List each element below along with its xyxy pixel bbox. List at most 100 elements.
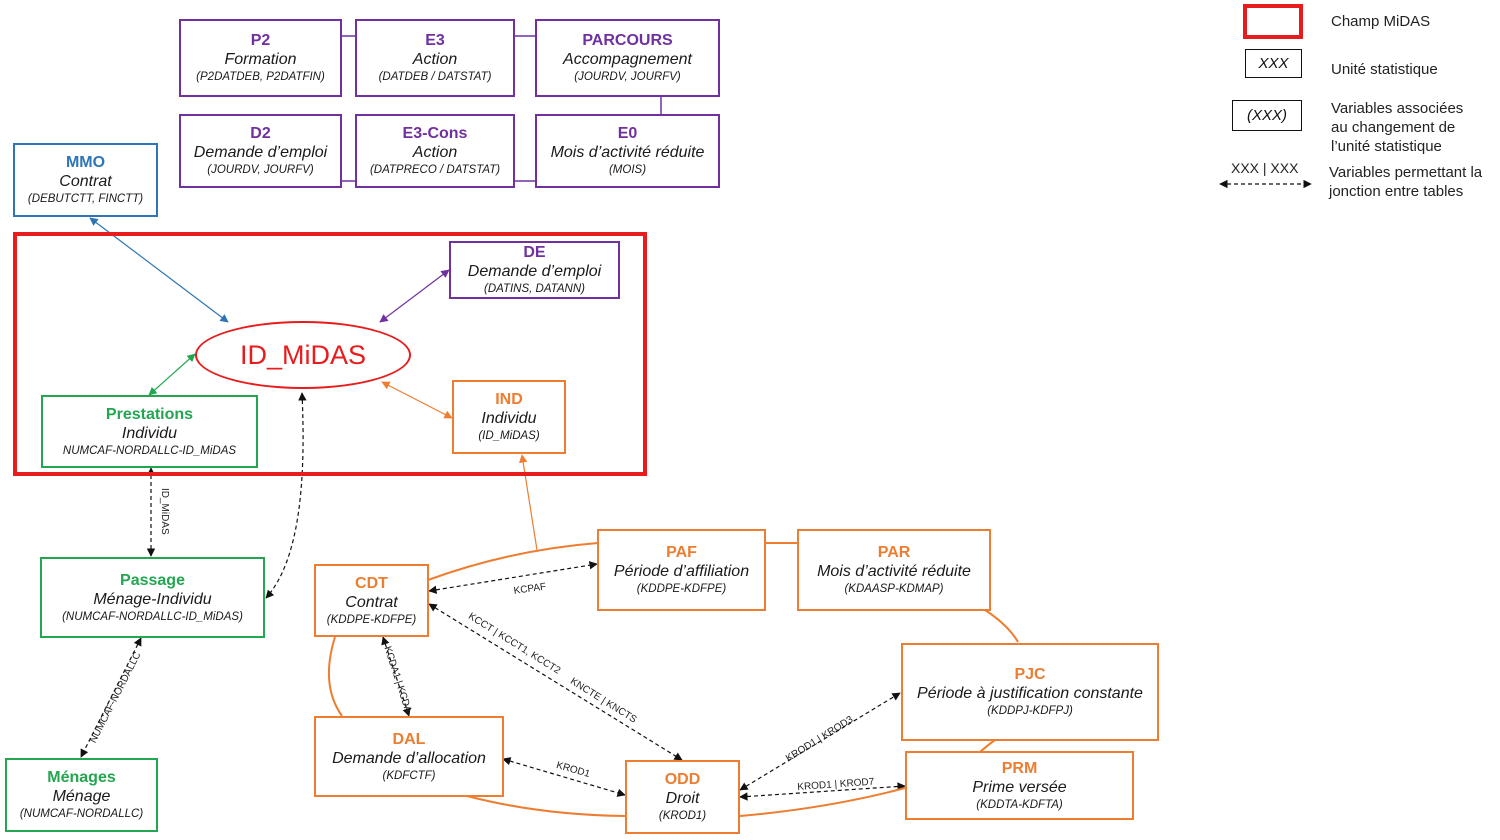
node-title: ODD (664, 771, 701, 788)
node-cdt: CDT Contrat (KDDPE-KDFPE) (314, 564, 429, 637)
curve-par-pjc (984, 609, 1019, 643)
link-de-idmidas (379, 269, 450, 323)
node-title: E3 (425, 32, 445, 49)
node-vars: (KDDPE-KDFPE) (326, 613, 417, 626)
node-vars: (KDFCTF) (382, 769, 436, 782)
node-mmo: MMO Contrat (DEBUTCTT, FINCTT) (13, 143, 158, 217)
node-subtitle: Ménage-Individu (93, 590, 212, 608)
node-vars: (KDDTA-KDFTA) (976, 798, 1063, 811)
node-subtitle: Période à justification constante (917, 685, 1143, 702)
link-cdt-odd (428, 603, 683, 761)
node-subtitle: Contrat (59, 173, 112, 190)
node-subtitle: Prime versée (972, 778, 1067, 796)
node-subtitle: Demande d’emploi (193, 144, 328, 161)
curve-dal-odd (466, 795, 626, 817)
legend-vars-line3: l’unité statistique (1331, 138, 1442, 155)
node-subtitle: Action (412, 51, 458, 68)
link-idmidas-passage (265, 392, 307, 599)
node-vars: (KDDPJ-KDFPJ) (987, 705, 1073, 717)
node-e0: E0 Mois d’activité réduite (MOIS) (535, 114, 720, 188)
node-prestations: Prestations Individu NUMCAF-NORDALLC-ID_… (41, 395, 258, 468)
node-pjc: PJC Période à justification constante (K… (901, 643, 1159, 741)
node-vars: (KROD1) (658, 810, 707, 822)
node-title: PARCOURS (582, 32, 673, 49)
node-d2: D2 Demande d’emploi (JOURDV, JOURFV) (179, 114, 342, 188)
node-title: MMO (65, 154, 106, 171)
curve-cdt-dal (327, 636, 343, 717)
node-paf: PAF Période d’affiliation (KDDPE-KDFPE) (597, 529, 766, 611)
legend-join-line2: jonction entre tables (1329, 183, 1464, 200)
link-dal-odd (502, 757, 626, 797)
node-title: Ménages (47, 769, 116, 786)
node-ind: IND Individu (ID_MiDAS) (452, 380, 566, 454)
link-odd-pjc (739, 692, 901, 791)
champ-midas-frame (13, 232, 647, 476)
legend-join-box-text: XXX | XXX (1231, 160, 1299, 176)
node-title: PJC (1014, 666, 1046, 683)
legend-unite-label: Unité statistique (1331, 61, 1438, 78)
node-title: DAL (392, 730, 426, 748)
node-title: Passage (120, 571, 185, 589)
node-subtitle: Demande d’allocation (332, 749, 486, 767)
node-vars: (JOURDV, JOURFV) (207, 164, 314, 176)
link-cdt-ind (519, 454, 538, 551)
label-id-midas-link: ID_MiDAS (159, 488, 170, 535)
node-title: PAR (877, 544, 911, 561)
node-subtitle: Droit (665, 790, 700, 807)
node-par: PAR Mois d’activité réduite (KDAASP-KDMA… (797, 529, 991, 611)
node-passage: Passage Ménage-Individu (NUMCAF-NORDALLC… (40, 557, 265, 638)
legend-unite-swatch: XXX (1245, 49, 1302, 78)
node-subtitle: Ménage (52, 788, 111, 805)
node-title: E0 (617, 125, 638, 142)
id-midas-node: ID_MiDAS (195, 321, 411, 389)
node-subtitle: Individu (481, 410, 537, 427)
node-odd: ODD Droit (KROD1) (625, 760, 740, 834)
link-passage-menages (80, 637, 142, 758)
node-vars: (KDAASP-KDMAP) (844, 583, 944, 595)
legend-champ-swatch (1243, 4, 1303, 39)
node-title: PRM (1001, 759, 1038, 777)
node-vars: (DEBUTCTT, FINCTT) (27, 193, 144, 205)
node-vars: (DATPRECO / DATSTAT) (369, 164, 501, 176)
node-title: Prestations (105, 405, 194, 423)
node-vars: (DATINS, DATANN) (484, 283, 585, 295)
link-ind-idmidas (381, 381, 453, 419)
curve-cdt-paf (427, 542, 599, 581)
node-p2: P2 Formation (P2DATDEB, P2DATFIN) (179, 19, 342, 97)
node-vars: (NUMCAF-NORDALLC) (19, 808, 144, 820)
node-vars: (DATDEB / DATSTAT) (378, 71, 492, 83)
node-vars: (MOIS) (608, 164, 647, 176)
node-vars: (P2DATDEB, P2DATFIN) (196, 71, 325, 83)
node-subtitle: Mois d’activité réduite (817, 563, 971, 580)
node-e3-cons: E3-Cons Action (DATPRECO / DATSTAT) (355, 114, 515, 188)
node-menages: Ménages Ménage (NUMCAF-NORDALLC) (5, 758, 158, 832)
legend-champ-label: Champ MiDAS (1331, 13, 1431, 30)
node-dal: DAL Demande d’allocation (KDFCTF) (314, 716, 504, 797)
node-subtitle: Accompagnement (563, 51, 692, 68)
node-title: D2 (250, 125, 271, 142)
node-vars: (ID_MiDAS) (478, 430, 540, 442)
node-vars: (KDDPE-KDFPE) (636, 583, 727, 595)
link-cdt-paf (428, 561, 598, 594)
node-title: CDT (355, 574, 388, 592)
legend-vars-box-text: (XXX) (1246, 107, 1287, 124)
node-title: DE (523, 244, 546, 261)
node-subtitle: Individu (121, 424, 178, 442)
id-midas-label: ID_MiDAS (239, 339, 367, 370)
node-title: P2 (250, 32, 271, 49)
legend-vars-swatch: (XXX) (1232, 100, 1302, 131)
node-subtitle: Mois d’activité réduite (550, 144, 705, 161)
node-subtitle: Période d’affiliation (613, 563, 750, 580)
legend-unite-box-text: XXX (1258, 55, 1289, 72)
node-de: DE Demande d’emploi (DATINS, DATANN) (449, 241, 620, 299)
node-subtitle: Contrat (345, 593, 398, 611)
legend-vars-line1: Variables associées (1331, 100, 1464, 117)
node-parcours: PARCOURS Accompagnement (JOURDV, JOURFV) (535, 19, 720, 97)
curve-odd-prm (739, 787, 906, 817)
node-title: E3-Cons (402, 125, 468, 142)
node-vars: (NUMCAF-NORDALLC-ID_MiDAS) (62, 610, 243, 623)
link-prestations-idmidas (148, 353, 196, 396)
legend-join-line1: Variables permettant la (1329, 164, 1483, 181)
node-title: IND (495, 391, 523, 408)
